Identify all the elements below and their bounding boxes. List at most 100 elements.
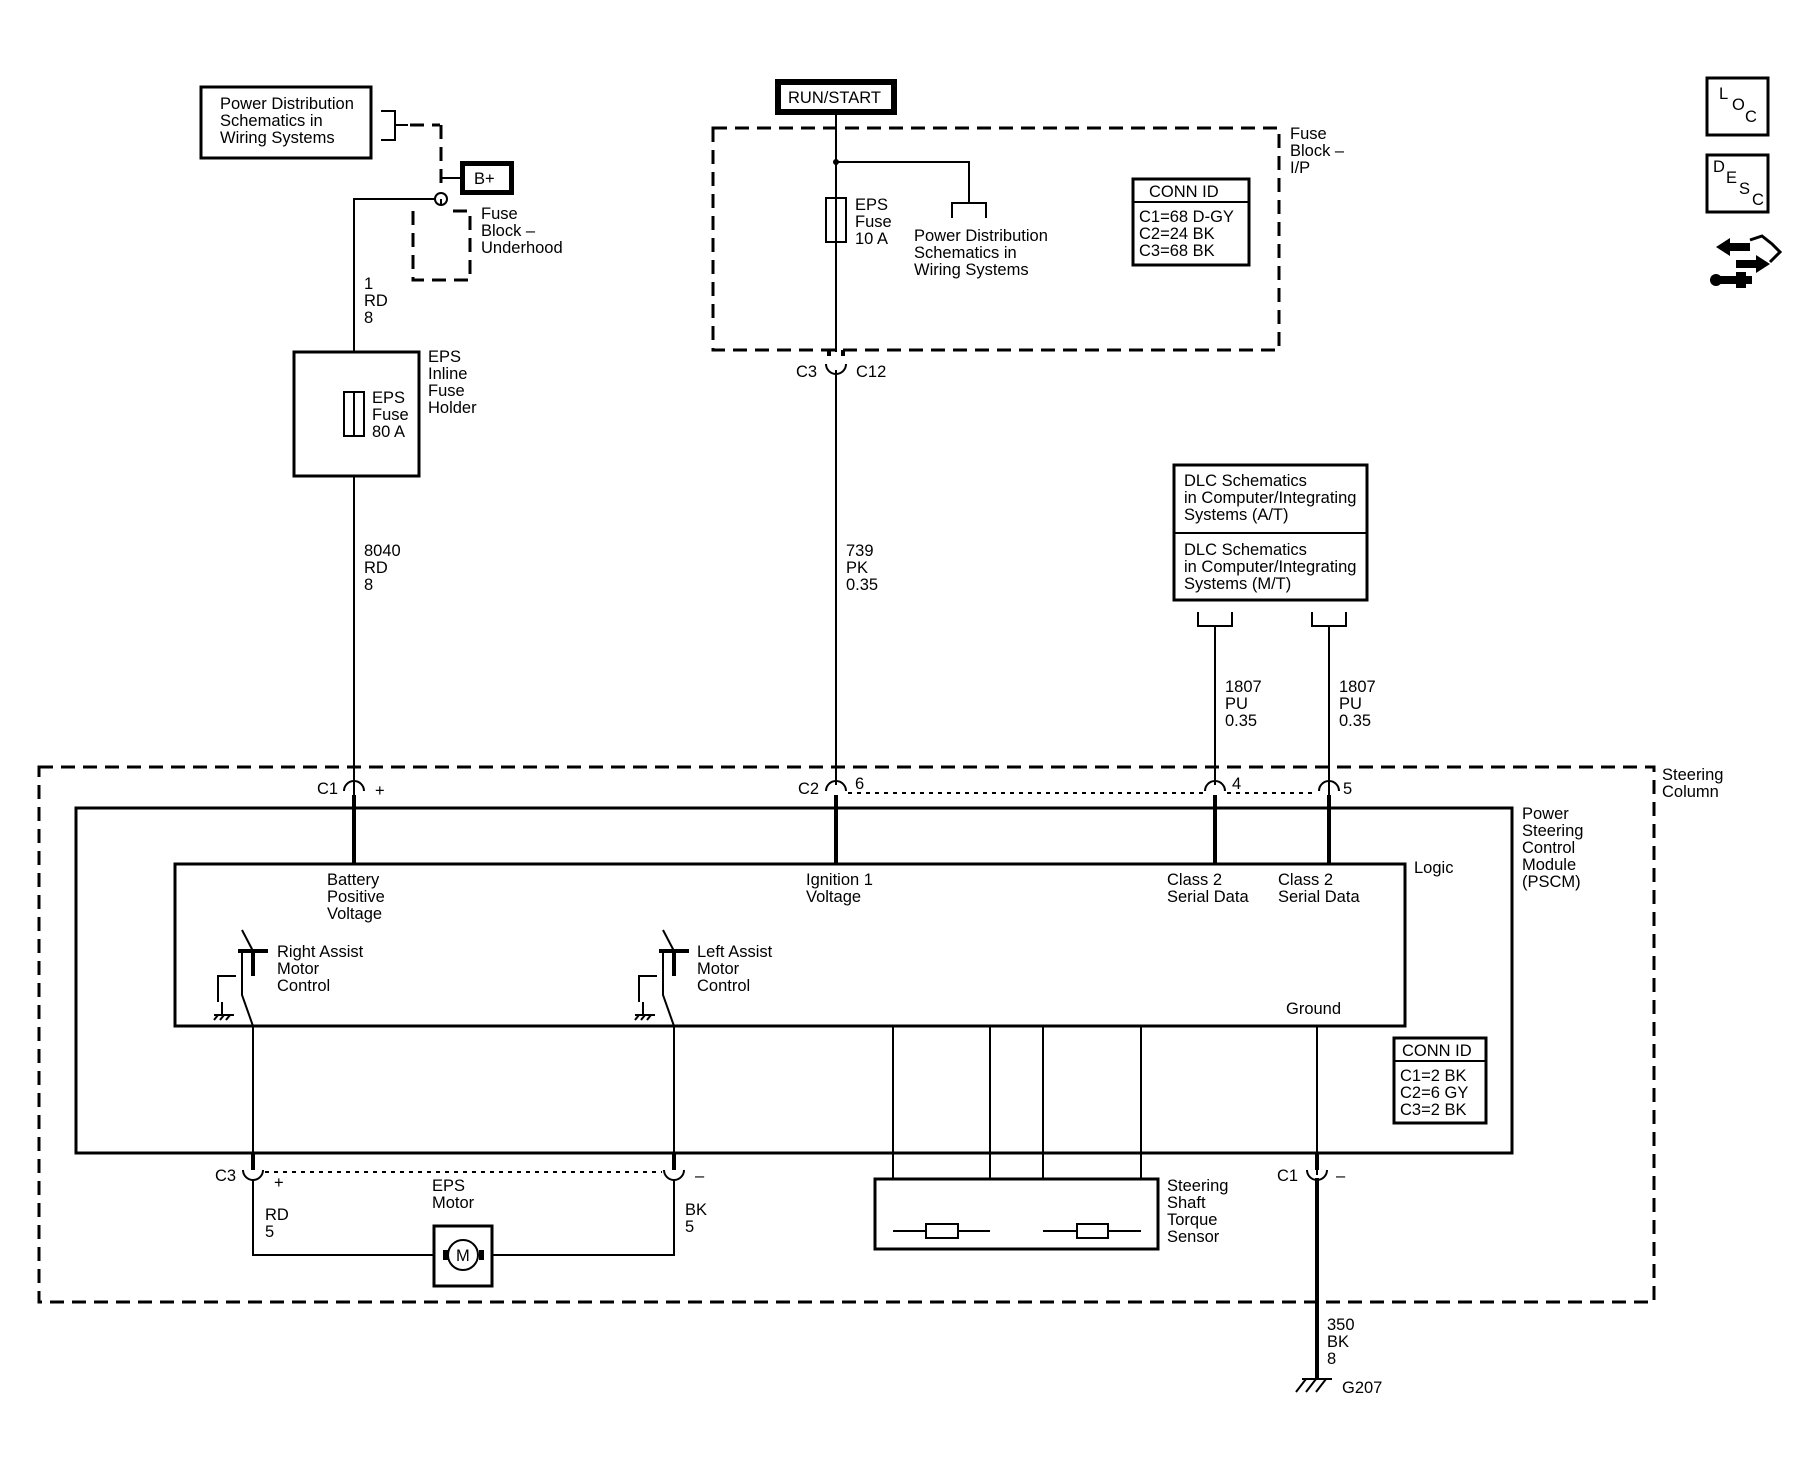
fuse-block-ip: Fuse Block – I/P xyxy=(711,125,1345,352)
connector-c3-c12: C3 C12 xyxy=(796,350,886,381)
eps-motor-line1: EPS xyxy=(432,1177,465,1195)
wire-eps-motor-loop xyxy=(252,1180,675,1256)
fuse-block-ip-line2: Block – xyxy=(1290,142,1345,160)
torque-sensor-line1: Steering xyxy=(1167,1177,1228,1195)
connector-c1-top-label: C1 xyxy=(317,780,338,798)
right-assist-line3: Control xyxy=(277,977,330,995)
input-battery-line1: Battery xyxy=(327,871,380,889)
wire-350-size: 8 xyxy=(1327,1350,1336,1368)
power-dist-ref-center[interactable]: Power Distribution Schematics in Wiring … xyxy=(914,227,1048,279)
dlc-mt-line1: DLC Schematics xyxy=(1184,541,1307,559)
connector-pin6-label: 6 xyxy=(855,775,864,793)
eps-fuse-80-line2: Fuse xyxy=(372,406,409,424)
wire-8040-color: RD xyxy=(364,559,388,577)
connector-c2-label: C2 xyxy=(798,780,819,798)
wire-1807-a xyxy=(1197,612,1233,785)
conn-id-pscm: CONN ID C1=2 BK C2=6 GY C3=2 BK xyxy=(1392,1036,1488,1125)
wire-1807a-size: 0.35 xyxy=(1225,712,1257,730)
right-assist-switch: Right Assist Motor Control xyxy=(213,929,364,1153)
eps-fuse-10-line3: 10 A xyxy=(855,230,888,248)
connector-c3-plus: + xyxy=(274,1174,284,1192)
desc-icon-letter-c: C xyxy=(1752,191,1764,209)
wire-739-size: 0.35 xyxy=(846,576,878,594)
right-assist-line1: Right Assist xyxy=(277,943,364,961)
b-plus-label: B+ xyxy=(474,170,495,188)
wire-battery-feed xyxy=(353,198,442,795)
eps-inline-fuse-holder: EPS Fuse 80 A EPS Inline Fuse Holder xyxy=(292,348,477,478)
connector-c1-bottom: C1 – xyxy=(1277,1153,1346,1185)
torque-sensor-wires xyxy=(892,1026,1142,1231)
pscm-line3: Control xyxy=(1522,839,1575,857)
dlc-mt-line2: in Computer/Integrating xyxy=(1184,558,1356,576)
power-dist-left-line1: Power Distribution xyxy=(220,95,354,113)
eps-fuse-10-line1: EPS xyxy=(855,196,888,214)
connector-pin5: 5 xyxy=(1318,780,1352,798)
conn-id-pscm-line2: C2=6 GY xyxy=(1400,1084,1468,1102)
connector-c1-bottom-label: C1 xyxy=(1277,1167,1298,1185)
loc-icon-letter-o: O xyxy=(1732,96,1745,114)
connector-c3-bottom: C3 + – xyxy=(215,1153,705,1192)
torque-sensor-line3: Torque xyxy=(1167,1211,1217,1229)
left-assist-line2: Motor xyxy=(697,960,740,978)
conn-id-ip: CONN ID C1=68 D-GY C2=24 BK C3=68 BK xyxy=(1131,177,1251,267)
dlc-at-line2: in Computer/Integrating xyxy=(1184,489,1356,507)
steering-column-line2: Column xyxy=(1662,783,1719,801)
eps-fuse-80-line3: 80 A xyxy=(372,423,405,441)
logic-label: Logic xyxy=(1414,859,1453,877)
loc-icon-letter-c: C xyxy=(1745,108,1757,126)
connector-pin4-label: 4 xyxy=(1232,775,1241,793)
power-dist-center-line2: Schematics in xyxy=(914,244,1017,262)
power-dist-ref-left[interactable]: Power Distribution Schematics in Wiring … xyxy=(199,85,373,160)
wire-350-color: BK xyxy=(1327,1333,1349,1351)
desc-icon[interactable]: D E S C xyxy=(1705,153,1770,214)
eps-inline-holder-line3: Fuse xyxy=(428,382,465,400)
connector-view-icon[interactable] xyxy=(1710,234,1783,288)
connector-c1-top: C1 + xyxy=(317,780,385,800)
left-assist-line3: Control xyxy=(697,977,750,995)
wire-bk5-color: BK xyxy=(685,1201,707,1219)
conn-id-pscm-title: CONN ID xyxy=(1402,1042,1472,1060)
pscm-line1: Power xyxy=(1522,805,1569,823)
left-assist-switch: Left Assist Motor Control xyxy=(634,929,773,1153)
input-class2a-line1: Class 2 xyxy=(1167,871,1222,889)
wire-1-color: RD xyxy=(364,292,388,310)
logic-box: Logic xyxy=(173,859,1453,1028)
wire-1807a-color: PU xyxy=(1225,695,1248,713)
wire-1807b-circuit: 1807 xyxy=(1339,678,1376,696)
wire-1-circuit: 1 xyxy=(364,275,373,293)
pscm-line2: Steering xyxy=(1522,822,1583,840)
conn-id-pscm-line1: C1=2 BK xyxy=(1400,1067,1467,1085)
input-battery-line2: Positive xyxy=(327,888,385,906)
pscm-line5: (PSCM) xyxy=(1522,873,1581,891)
wire-8040-size: 8 xyxy=(364,576,373,594)
dlc-schematics-ref[interactable]: DLC Schematics in Computer/Integrating S… xyxy=(1172,463,1369,602)
loc-icon[interactable]: L O C xyxy=(1705,76,1770,137)
eps-inline-holder-line4: Holder xyxy=(428,399,477,417)
connector-c2-pin6: C2 6 xyxy=(798,775,864,798)
fuse-block-underhood-line1: Fuse xyxy=(481,205,518,223)
input-ignition-line2: Voltage xyxy=(806,888,861,906)
left-assist-line1: Left Assist xyxy=(697,943,773,961)
conn-id-ip-title: CONN ID xyxy=(1149,183,1219,201)
pscm-input-stubs xyxy=(352,795,1331,864)
power-dist-center-line1: Power Distribution xyxy=(914,227,1048,245)
right-assist-line2: Motor xyxy=(277,960,320,978)
ground-label: Ground xyxy=(1286,1000,1341,1018)
conn-id-ip-line1: C1=68 D-GY xyxy=(1139,208,1234,226)
ground-g207-symbol xyxy=(1295,1378,1332,1393)
input-class2b-line1: Class 2 xyxy=(1278,871,1333,889)
fuse-block-ip-line1: Fuse xyxy=(1290,125,1327,143)
input-ignition-line1: Ignition 1 xyxy=(806,871,873,889)
connector-c1-top-plus: + xyxy=(375,782,385,800)
b-plus-box: B+ xyxy=(460,161,514,195)
torque-sensor-line4: Sensor xyxy=(1167,1228,1220,1246)
motor-symbol: M xyxy=(456,1247,470,1265)
dlc-at-line1: DLC Schematics xyxy=(1184,472,1307,490)
wire-bk5-size: 5 xyxy=(685,1218,694,1236)
wire-739-circuit: 739 xyxy=(846,542,874,560)
power-dist-left-line2: Schematics in xyxy=(220,112,323,130)
wire-1-size: 8 xyxy=(364,309,373,327)
fuse-block-ip-line3: I/P xyxy=(1290,159,1310,177)
connector-c3-minus: – xyxy=(695,1167,705,1185)
eps-inline-holder-line2: Inline xyxy=(428,365,467,383)
